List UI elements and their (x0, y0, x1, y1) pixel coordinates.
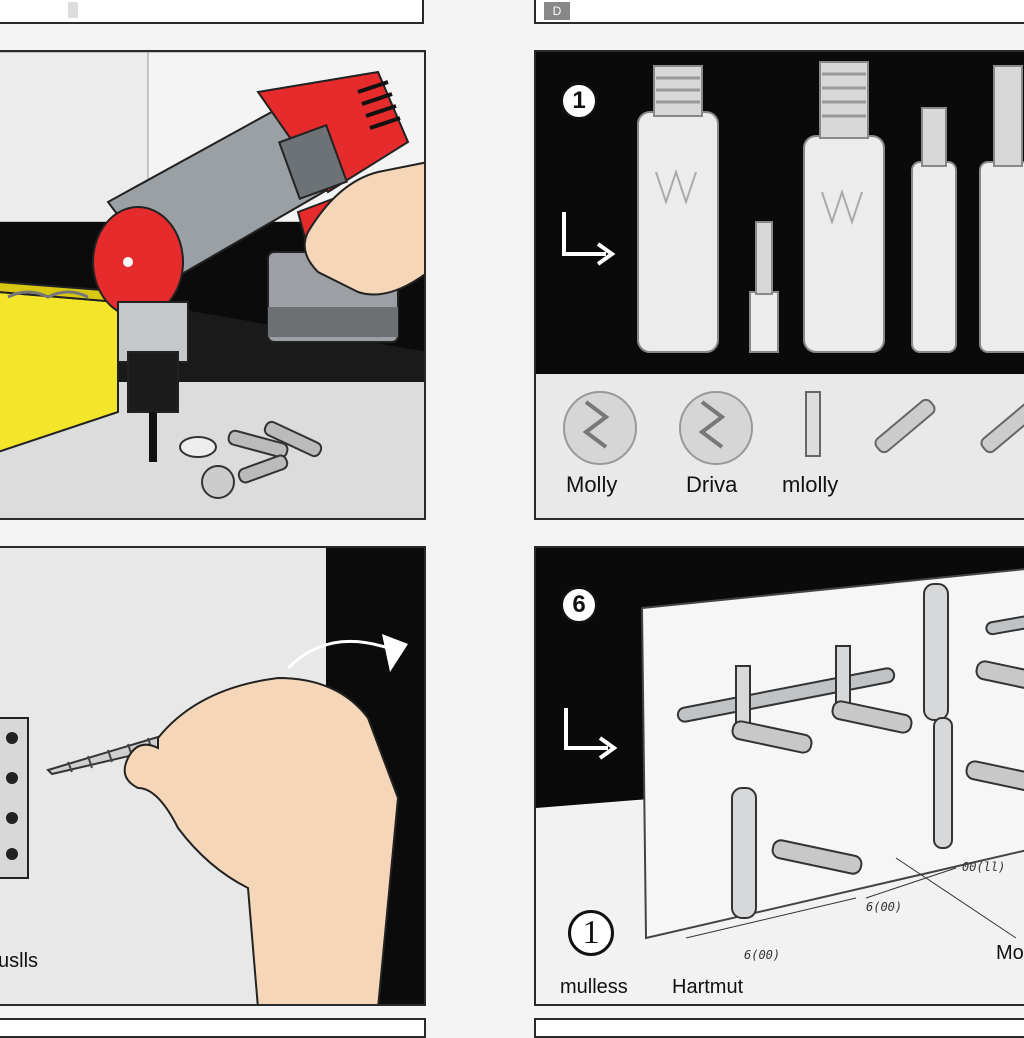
label-mlolly: mlolly (782, 472, 839, 497)
screw-box (0, 281, 131, 453)
wall-panel: 6 1 mulless Hartmut Mo 6(00) 6(00) 00(ll… (534, 546, 1024, 1006)
mlolly-thumb (805, 391, 821, 457)
top-right-panel: D (534, 0, 1024, 24)
label-molly: Molly (566, 472, 618, 497)
loose-screws (179, 420, 323, 499)
drill-scene-svg (0, 52, 424, 518)
label-driva: Driva (686, 472, 738, 497)
anchors-panel: 1 Molly Driva mlolly (534, 50, 1024, 520)
dim-label-3: 00(ll) (962, 860, 1006, 874)
arrow-return-icon (562, 212, 616, 266)
arrow-return-icon-2 (564, 708, 618, 760)
anchor-large-2 (803, 61, 885, 353)
screw-in-hand (46, 732, 174, 776)
wall-bracket (0, 717, 29, 879)
threaded-studs (731, 660, 1024, 875)
hand-on-drill (303, 161, 424, 296)
wall-brackets (731, 583, 953, 919)
step-number-badge: 1 (560, 82, 598, 120)
hand (123, 676, 400, 1004)
anchor-slim-2 (979, 65, 1024, 353)
caption-mulless: mulless (560, 976, 628, 998)
top-left-mark (68, 2, 78, 18)
drill-panel (0, 50, 426, 520)
anchor-large-1 (637, 65, 719, 353)
dim-label-2: 6(00) (866, 900, 903, 914)
caption-mo: Mo (996, 942, 1024, 964)
molly-thumb (563, 391, 637, 465)
dim-label-1: 6(00) (744, 948, 781, 962)
bottom-right-strip (534, 1018, 1024, 1038)
rod-2 (985, 612, 1024, 636)
caption-hartmut: Hartmut (672, 976, 744, 998)
circle-number-badge: 1 (568, 910, 614, 956)
anchors-svg (536, 52, 1024, 518)
anchor-slim-1 (911, 107, 957, 353)
top-right-tab: D (544, 2, 570, 20)
bottom-left-strip (0, 1018, 426, 1038)
wall-scene-svg (536, 548, 1024, 1004)
dimension-lines (685, 857, 1017, 939)
hand-scene-svg (0, 548, 424, 1004)
top-left-panel (0, 0, 424, 24)
anchor-small-screw (749, 221, 779, 353)
curved-arrow-icon (286, 639, 389, 670)
driva-thumb (679, 391, 753, 465)
hand-panel: uslls (0, 546, 426, 1006)
step-number-badge: 6 (560, 586, 598, 624)
hand-caption: uslls (0, 950, 39, 972)
